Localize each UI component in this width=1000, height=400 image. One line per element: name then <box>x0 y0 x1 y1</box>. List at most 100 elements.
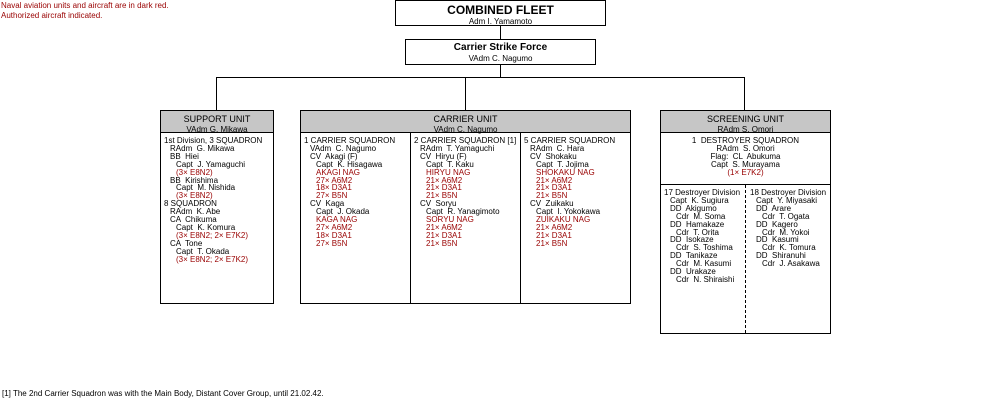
footnote: [1] The 2nd Carrier Squadron was with th… <box>2 389 324 398</box>
strike-force-title: Carrier Strike Force <box>453 42 548 53</box>
unit-entry: Capt T. Jojima <box>536 159 589 169</box>
unit-entry: RAdm C. Hara <box>530 143 585 153</box>
aviation-entry: (3× E8N2; 2× E7K2) <box>176 254 249 264</box>
aviation-entry: 21× D3A1 <box>426 230 462 240</box>
unit-entry: BB Kirishima <box>170 175 219 185</box>
screening-divider <box>661 184 830 185</box>
carrier-unit-commander: VAdm C. Nagumo <box>433 125 498 134</box>
aviation-entry: HIRYU NAG <box>426 167 471 177</box>
unit-entry: RAdm S. Omori <box>716 143 775 153</box>
unit-entry: RAdm K. Abe <box>170 207 221 217</box>
aviation-entry: 21× A6M2 <box>536 175 573 185</box>
unit-entry: Cdr S. Toshima <box>676 243 733 253</box>
support-unit-commander: VAdm G. Mikawa <box>186 125 248 134</box>
unit-entry: CV Shokaku <box>530 151 577 161</box>
unit-entry: CV Akagi (F) <box>310 151 358 161</box>
carrier-unit-title: CARRIER UNIT <box>433 114 498 124</box>
support-unit-box: SUPPORT UNIT VAdm G. Mikawa 1st Division… <box>160 110 274 304</box>
unit-entry: DD Tanikaze <box>670 251 718 261</box>
aviation-entry: 21× D3A1 <box>536 183 572 193</box>
legend-note-aircraft: Authorized aircraft indicated. <box>1 11 103 20</box>
unit-entry: Capt M. Nishida <box>176 183 236 193</box>
unit-entry: Capt T. Kaku <box>426 159 474 169</box>
aviation-entry: 21× A6M2 <box>426 175 463 185</box>
combined-fleet-commander: Adm I. Yamamoto <box>468 17 533 26</box>
unit-entry: CV Hiryu (F) <box>420 151 467 161</box>
unit-entry: Capt Y. Miyasaki <box>756 195 818 205</box>
unit-entry: 2 CARRIER SQUADRON [1] <box>414 136 517 145</box>
aviation-entry: (3× E8N2; 2× E7K2) <box>176 230 249 240</box>
carrier-column-divider-1 <box>410 133 411 303</box>
unit-entry: 8 SQUADRON <box>164 199 217 209</box>
strike-force-commander: VAdm C. Nagumo <box>468 54 533 63</box>
carrier-unit-box: CARRIER UNIT VAdm C. Nagumo 1 CARRIER SQ… <box>300 110 631 304</box>
unit-entry: CA Chikuma <box>170 215 217 225</box>
unit-entry: CA Tone <box>170 238 203 248</box>
screening-unit-box: SCREENING UNIT RAdm S. Omori 1 DESTROYER… <box>660 110 831 334</box>
unit-entry: Cdr M. Kasumi <box>676 259 732 269</box>
carrier-strike-force-box: Carrier Strike Force VAdm C. Nagumo <box>405 39 596 65</box>
screening-column-divider <box>745 185 746 333</box>
aviation-entry: 27× A6M2 <box>316 175 353 185</box>
unit-entry: 1 DESTROYER SQUADRON <box>691 136 800 145</box>
unit-entry: Capt I. Yokokawa <box>536 207 601 217</box>
aviation-entry: 27× B5N <box>316 191 348 201</box>
aviation-entry: 27× B5N <box>316 238 348 248</box>
unit-entry: Cdr N. Shiraishi <box>676 274 735 284</box>
unit-entry: Cdr M. Yokoi <box>762 227 810 237</box>
unit-entry: Capt J. Yamaguchi <box>176 159 246 169</box>
aviation-entry: 21× A6M2 <box>536 222 573 232</box>
connector-to-support <box>216 77 217 110</box>
support-unit-header: SUPPORT UNIT VAdm G. Mikawa <box>161 111 273 134</box>
unit-entry: Capt K. Hisagawa <box>316 159 383 169</box>
unit-entry: Capt K. Sugiura <box>670 195 729 205</box>
aviation-entry: 21× B5N <box>426 191 458 201</box>
unit-entry: Flag: CL Abukuma <box>710 151 781 161</box>
aviation-entry: 18× D3A1 <box>316 183 352 193</box>
unit-entry: Cdr K. Tomura <box>762 243 816 253</box>
carrier-column-divider-2 <box>520 133 521 303</box>
unit-entry: 1 CARRIER SQUADRON <box>304 136 396 145</box>
legend-note-red: Naval aviation units and aircraft are in… <box>1 1 169 10</box>
connector-horizontal-bar <box>216 77 744 78</box>
aviation-entry: 21× D3A1 <box>536 230 572 240</box>
unit-entry: DD Arare <box>756 203 792 213</box>
support-unit-title: SUPPORT UNIT <box>183 114 251 124</box>
unit-entry: Cdr M. Soma <box>676 211 726 221</box>
carrier-unit-header: CARRIER UNIT VAdm C. Nagumo <box>301 111 630 134</box>
screening-unit-title: SCREENING UNIT <box>706 114 784 124</box>
unit-entry: Capt K. Komura <box>176 222 236 232</box>
aviation-entry: 21× A6M2 <box>426 222 463 232</box>
aviation-entry: 18× D3A1 <box>316 230 352 240</box>
unit-entry: Capt R. Yanagimoto <box>426 207 500 217</box>
unit-entry: CV Soryu <box>420 199 457 209</box>
unit-entry: DD Akigumo <box>670 203 717 213</box>
unit-entry: RAdm G. Mikawa <box>170 143 235 153</box>
aviation-entry: 21× B5N <box>536 191 568 201</box>
unit-entry: CV Zuikaku <box>530 199 574 209</box>
unit-entry: DD Isokaze <box>670 235 714 245</box>
connector-to-carrier <box>465 77 466 110</box>
unit-entry: VAdm C. Nagumo <box>310 143 377 153</box>
unit-entry: BB Hiei <box>170 151 199 161</box>
legend-notes: Naval aviation units and aircraft are in… <box>1 1 169 21</box>
unit-entry: Capt S. Murayama <box>711 159 780 169</box>
connector-strike-down <box>500 64 501 77</box>
unit-entry: 18 Destroyer Division <box>750 188 827 197</box>
aviation-entry: (3× E8N2) <box>176 191 213 201</box>
unit-entry: 5 CARRIER SQUADRON <box>524 136 616 145</box>
unit-entry: 17 Destroyer Division <box>664 188 741 197</box>
aviation-entry: ZUIKAKU NAG <box>536 215 591 225</box>
unit-entry: Capt T. Okada <box>176 246 230 256</box>
unit-entry: DD Hamakaze <box>670 219 725 229</box>
aviation-entry: (3× E8N2) <box>176 167 213 177</box>
unit-entry: DD Kagero <box>756 219 798 229</box>
screening-unit-header: SCREENING UNIT RAdm S. Omori <box>661 111 830 134</box>
unit-entry: Cdr T. Ogata <box>762 211 810 221</box>
aviation-entry: 21× B5N <box>426 238 458 248</box>
